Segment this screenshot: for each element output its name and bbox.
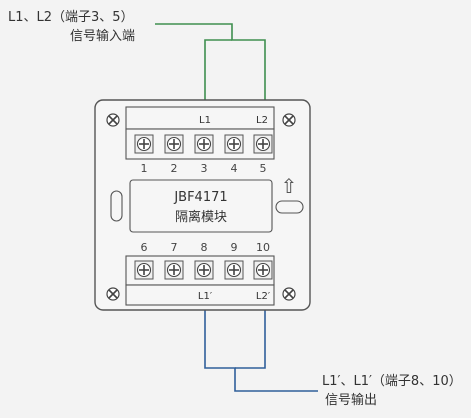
mounting-screw-icon — [282, 113, 296, 127]
terminal-number: 2 — [171, 162, 178, 175]
mounting-screw-icon — [282, 287, 296, 301]
terminal-screw-icon — [253, 260, 273, 280]
terminal-number: 7 — [171, 241, 178, 254]
module-name: 隔离模块 — [175, 209, 227, 225]
output-note-line2: 信号输出 — [325, 392, 377, 408]
label-plate — [129, 179, 273, 233]
top-terminal-strip: L1 L2 1 2 3 4 5 — [125, 106, 275, 175]
mounting-screw-icon — [106, 287, 120, 301]
terminal-screw-icon — [134, 134, 154, 154]
bottom-terminal-strip: 6 7 8 9 10 L1′ L2′ — [125, 241, 275, 306]
terminal-number: 1 — [141, 162, 148, 175]
terminal-number: 6 — [141, 241, 148, 254]
output-note-line1: L1′、L1′（端子8、10） — [322, 374, 462, 389]
top-label-l1: L1 — [199, 115, 211, 126]
bottom-label-l2: L2′ — [256, 291, 271, 302]
input-note-line1: L1、L2（端子3、5） — [8, 10, 134, 25]
terminal-number: 3 — [201, 162, 208, 175]
up-arrow-icon: ⇧ — [281, 174, 298, 198]
terminal-screw-icon — [224, 134, 244, 154]
terminal-number: 5 — [260, 162, 267, 175]
left-slot — [110, 190, 123, 222]
terminal-number: 4 — [231, 162, 238, 175]
terminal-number: 10 — [256, 241, 270, 254]
bottom-label-l1: L1′ — [198, 291, 213, 302]
right-oval-slot — [275, 200, 304, 214]
bottom-label-bar — [125, 284, 275, 306]
terminal-number: 9 — [231, 241, 238, 254]
output-wire-l2 — [235, 285, 266, 369]
terminal-screw-icon — [194, 134, 214, 154]
terminal-screw-icon — [134, 260, 154, 280]
top-label-l2: L2 — [256, 115, 268, 126]
model-number: JBF4171 — [173, 190, 227, 205]
terminal-screw-icon — [224, 260, 244, 280]
terminal-screw-icon — [253, 134, 273, 154]
terminal-screw-icon — [164, 260, 184, 280]
input-note-line2: 信号输入端 — [70, 28, 135, 44]
terminal-number: 8 — [201, 241, 208, 254]
mounting-screw-icon — [106, 113, 120, 127]
terminal-screw-icon — [164, 134, 184, 154]
terminal-screw-icon — [194, 260, 214, 280]
